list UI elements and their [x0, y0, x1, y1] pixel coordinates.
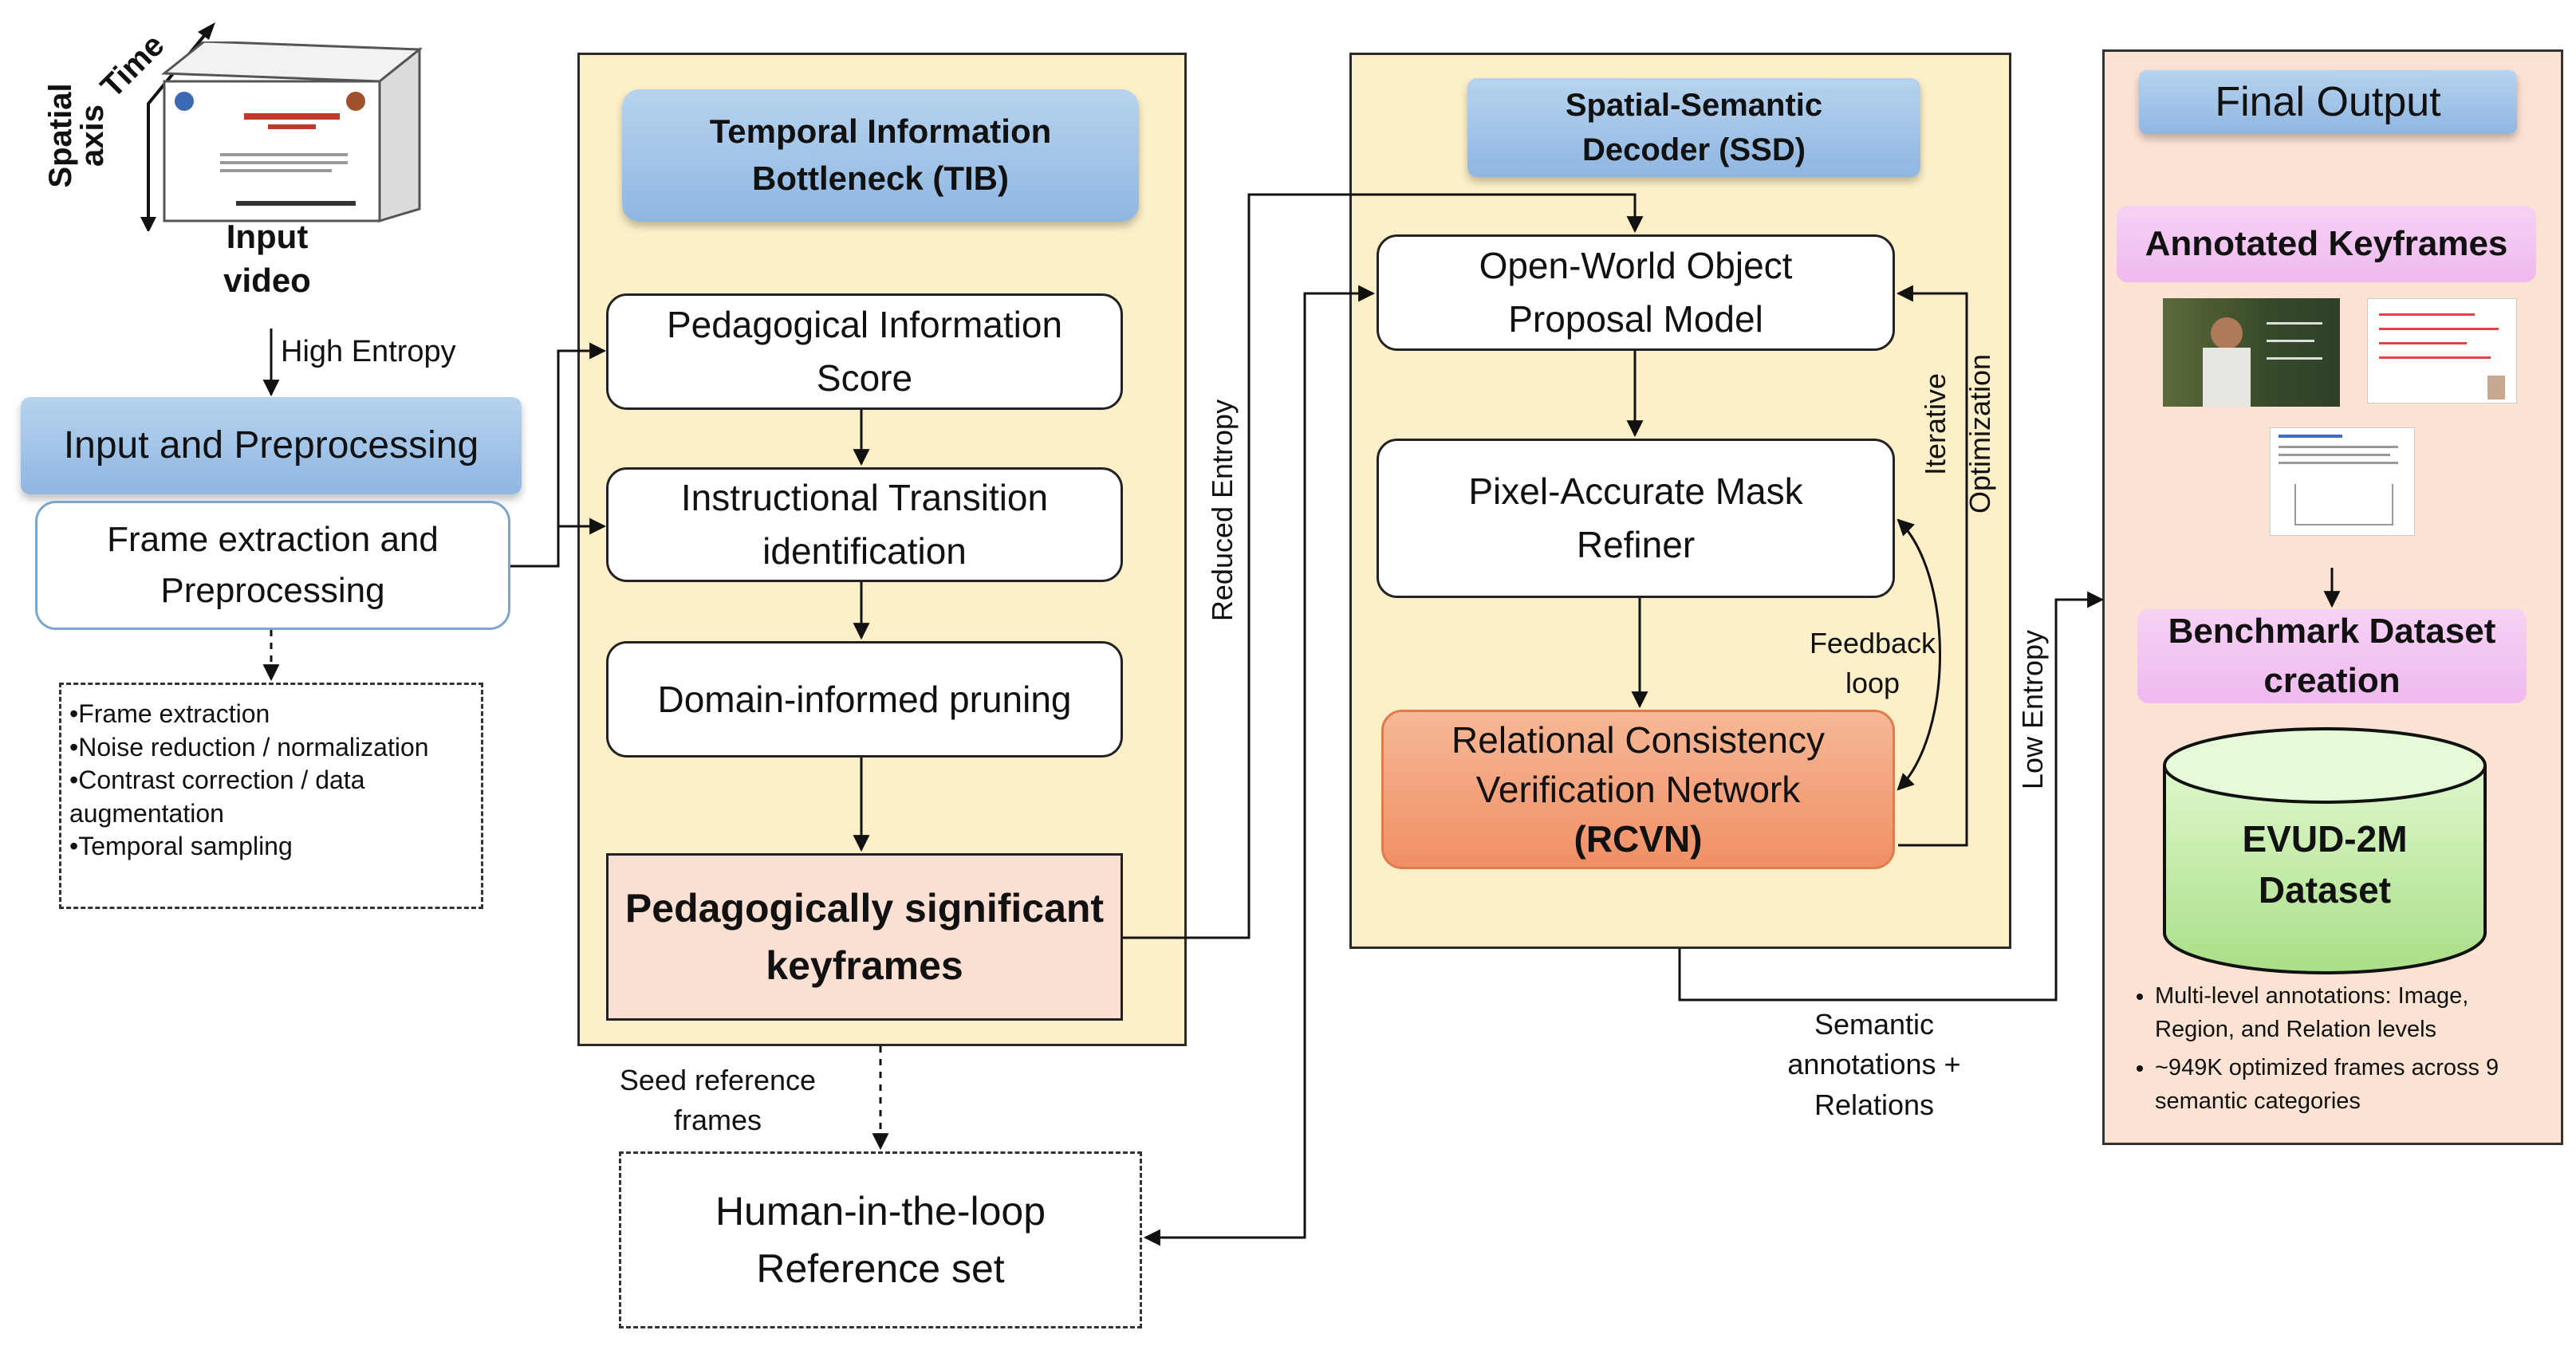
iterative-label: Iterative — [1919, 372, 1952, 476]
reduced-entropy-label: Reduced Entropy — [1206, 399, 1239, 622]
object-proposal-box: Open-World Object Proposal Model — [1377, 234, 1895, 351]
domain-pruning-box: Domain-informed pruning — [606, 641, 1123, 758]
preprocessing-step: •Temporal sampling — [69, 832, 293, 861]
arrow-preproc-to-score — [510, 342, 607, 568]
mask-refiner-box: Pixel-Accurate Mask Refiner — [1377, 439, 1895, 598]
dataset-name: EVUD-2M Dataset — [2242, 818, 2408, 911]
ssd-banner: Spatial-Semantic Decoder (SSD) — [1467, 78, 1920, 177]
reference-set-box: Human-in-the-loop Reference set — [619, 1151, 1142, 1328]
rcvn-line1: Relational Consistency — [1451, 718, 1825, 761]
video-cube — [160, 41, 423, 223]
final-output-banner: Final Output — [2139, 70, 2517, 134]
keyframes-box: Pedagogically significant keyframes — [606, 853, 1123, 1021]
feedback-loop-label: Feedback loop — [1809, 627, 1936, 700]
preprocessing-box: Frame extraction and Preprocessing — [35, 501, 510, 630]
seed-reference-label: Seed reference frames — [619, 1064, 817, 1137]
optimization-label: Optimization — [1964, 353, 1996, 514]
output-bullet: ~949K optimized frames across 9 semantic… — [2155, 1051, 2550, 1118]
keyframe-thumbnail-lecture — [2163, 298, 2340, 407]
preprocessing-steps: •Frame extraction •Noise reduction / nor… — [59, 683, 483, 909]
arrow-iterative-optimization — [1896, 285, 1968, 847]
tib-banner: Temporal Information Bottleneck (TIB) — [622, 89, 1139, 222]
arrow-reference-proposal — [1143, 285, 1376, 1246]
instructional-transition-box: Instructional Transition identification — [606, 467, 1123, 582]
preprocessing-step: •Contrast correction / data augmentation — [69, 765, 365, 828]
pedagogical-score-box: Pedagogical Information Score — [606, 293, 1123, 410]
annotated-keyframes-label: Annotated Keyframes — [2117, 206, 2536, 282]
rcvn-box: Relational Consistency Verification Netw… — [1381, 710, 1895, 869]
keyframe-thumbnail-notes — [2367, 298, 2517, 403]
preprocessing-step: •Noise reduction / normalization — [69, 732, 429, 762]
arrow-feedback-loop — [1897, 518, 1941, 791]
preprocessing-step: •Frame extraction — [69, 699, 270, 728]
arrow-ssd-to-output — [1678, 591, 2105, 1002]
low-entropy-label: Low Entropy — [2016, 629, 2049, 790]
rcvn-line3: (RCVN) — [1574, 818, 1703, 860]
input-video-label: Input video — [223, 218, 311, 299]
rcvn-line2: Verification Network — [1475, 768, 1801, 810]
dataset-cylinder — [2163, 727, 2487, 974]
arrow-preproc-to-transition — [557, 518, 607, 566]
output-bullets: Multi-level annotations: Image, Region, … — [2115, 979, 2550, 1123]
spatial-axis-label: Spatial axis — [43, 83, 110, 188]
output-bullet: Multi-level annotations: Image, Region, … — [2155, 979, 2550, 1046]
benchmark-dataset-label: Benchmark Dataset creation — [2137, 609, 2527, 703]
keyframe-thumbnail-slide — [2270, 427, 2415, 536]
high-entropy-label: High Entropy — [281, 335, 456, 368]
preprocessing-banner: Input and Preprocessing — [21, 397, 522, 494]
semantic-annotations-label: Semantic annotations + Relations — [1787, 1008, 1961, 1121]
